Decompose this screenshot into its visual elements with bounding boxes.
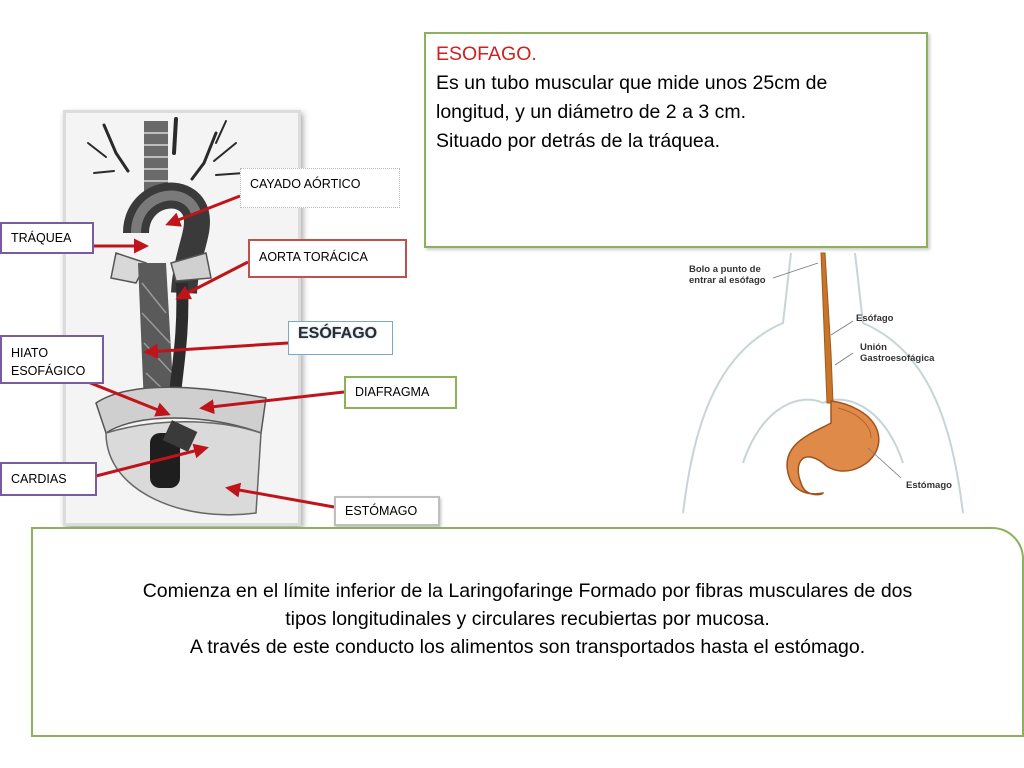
union-label: Unión Gastroesofágica: [860, 342, 934, 364]
arrow-cardias: [95, 443, 209, 478]
info-line: longitud, y un diámetro de 2 a 3 cm.: [436, 101, 747, 123]
arrow-diafragma: [199, 390, 345, 415]
arrow-hiato: [77, 376, 171, 417]
esofago-figure-label: Esófago: [856, 313, 894, 324]
label-cardias: CARDIAS: [0, 462, 97, 496]
bolo-label-line2: entrar al esófago: [689, 275, 766, 286]
label-hiato-line1: HIATO: [11, 346, 49, 360]
label-hiato-line2: ESOFÁGICO: [11, 364, 86, 378]
arrow-cayado: [165, 194, 241, 227]
arrow-esofago: [143, 341, 289, 359]
bolo-label-line1: Bolo a punto de: [689, 264, 761, 275]
torso-drawing: [682, 252, 964, 514]
label-traquea: TRÁQUEA: [0, 222, 94, 254]
arrow-estomago: [225, 482, 335, 509]
info-line: Situado por detrás de la tráquea.: [436, 130, 721, 152]
description-line: Comienza en el límite inferior de la Lar…: [142, 580, 913, 602]
label-esofago: ESÓFAGO: [288, 321, 393, 355]
arrow-aorta: [175, 260, 249, 300]
union-label-line1: Unión: [860, 342, 887, 353]
esophagus-info-box: ESOFAGO. Es un tubo muscular que mide un…: [424, 32, 928, 248]
union-label-line2: Gastroesofágica: [860, 353, 935, 364]
label-aorta-toracica: AORTA TORÁCICA: [248, 239, 407, 278]
info-line: Es un tubo muscular que mide unos 25cm d…: [436, 72, 828, 94]
label-estomago: ESTÓMAGO: [334, 496, 440, 526]
description-box: Comienza en el límite inferior de la Lar…: [31, 527, 1024, 737]
label-diafragma: DIAFRAGMA: [344, 376, 457, 409]
info-title: ESOFAGO.: [436, 43, 537, 65]
description-line: tipos longitudinales y circulares recubi…: [285, 608, 770, 630]
bolo-label: Bolo a punto de entrar al esófago: [689, 264, 766, 286]
label-cayado-aortico: CAYADO AÓRTICO: [240, 168, 400, 208]
label-hiato-esofagico: HIATO ESOFÁGICO: [0, 335, 104, 384]
estomago-figure-label: Estómago: [906, 480, 952, 491]
description-line: A través de este conducto los alimentos …: [189, 636, 866, 658]
